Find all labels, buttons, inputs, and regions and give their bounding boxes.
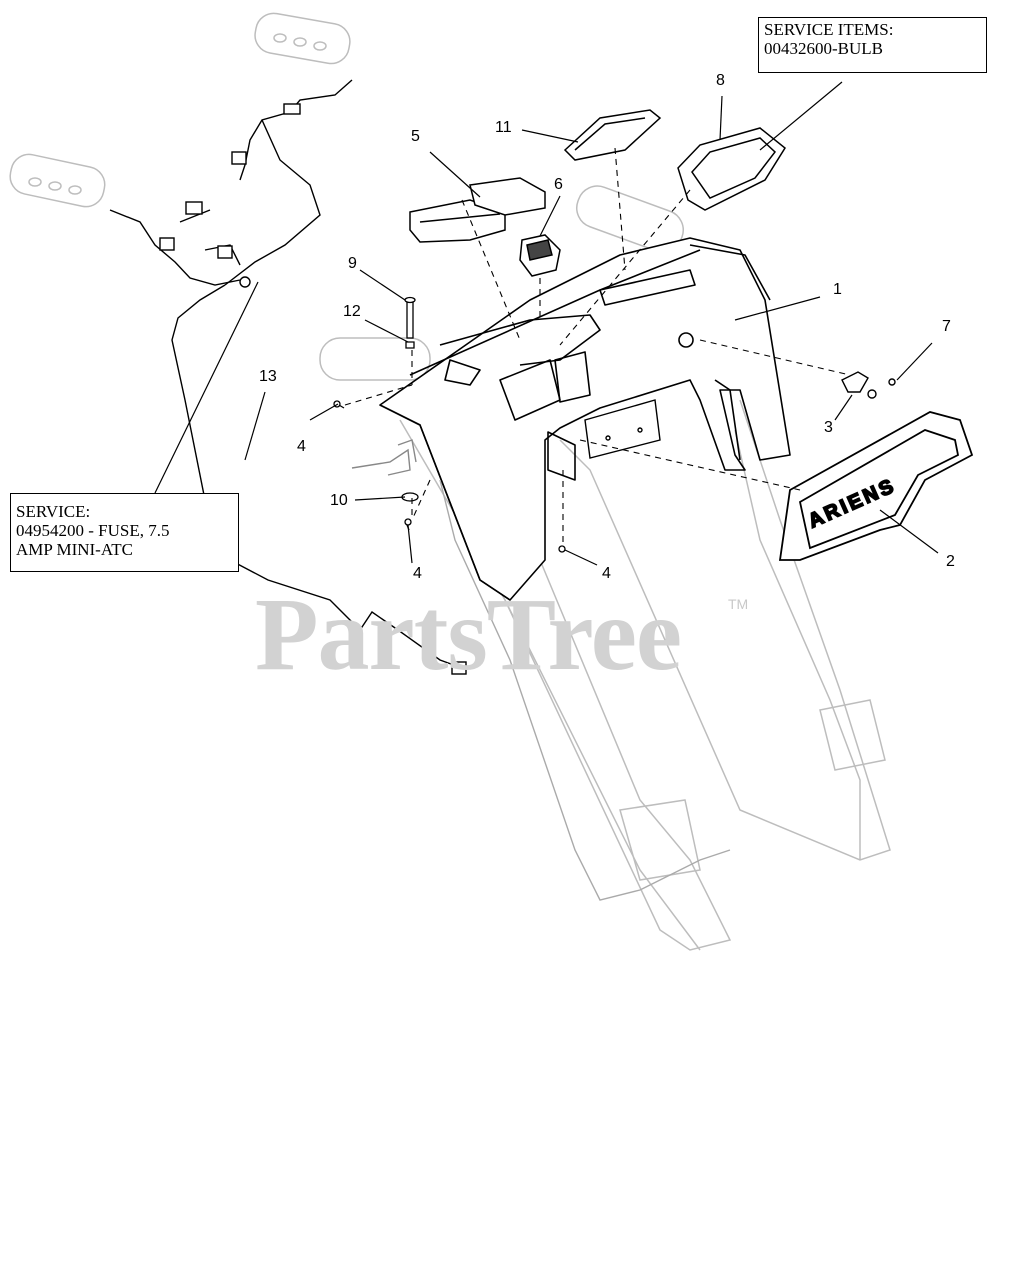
callout-4[interactable]: 4 (413, 565, 422, 582)
hand-grips-faded (9, 12, 351, 208)
service-fuse-part: 04954200 - FUSE, 7.5 (16, 521, 170, 540)
callout-4[interactable]: 4 (297, 438, 306, 455)
mounting-bracket (584, 399, 661, 459)
watermark-trademark: TM (728, 596, 749, 612)
headlight (677, 127, 786, 211)
callout-2[interactable]: 2 (946, 553, 955, 570)
console-frame (379, 237, 791, 601)
wire-harness (109, 79, 731, 901)
watermark-text: PartsTree (255, 577, 682, 692)
callout-3[interactable]: 3 (824, 419, 833, 436)
clip-and-screw (841, 371, 896, 399)
callout-8[interactable]: 8 (716, 72, 725, 89)
callout-4[interactable]: 4 (602, 565, 611, 582)
leader-lines (154, 81, 939, 566)
callout-1[interactable]: 1 (833, 281, 842, 298)
service-items-box: SERVICE ITEMS: 00432600-BULB (758, 17, 987, 73)
callout-11[interactable]: 11 (495, 119, 512, 136)
fasteners (333, 296, 566, 553)
service-fuse-desc: AMP MINI-ATC (16, 540, 133, 559)
brake-lever (351, 439, 417, 476)
callout-12[interactable]: 12 (343, 303, 361, 320)
service-fuse-box: SERVICE: 04954200 - FUSE, 7.5 AMP MINI-A… (10, 493, 239, 572)
callout-5[interactable]: 5 (411, 128, 420, 145)
callout-6[interactable]: 6 (554, 176, 563, 193)
callout-10[interactable]: 10 (330, 492, 348, 509)
logo-panel: ARIENS (778, 411, 974, 561)
callout-9[interactable]: 9 (348, 255, 357, 272)
rocker-switch (519, 234, 561, 277)
service-items-title: SERVICE ITEMS: (764, 20, 894, 39)
callout-13[interactable]: 13 (259, 368, 277, 385)
callout-7[interactable]: 7 (942, 318, 951, 335)
assembly-guide-lines (344, 147, 851, 545)
light-lens (563, 109, 662, 161)
service-fuse-title: SERVICE: (16, 502, 91, 521)
service-items-part: 00432600-BULB (764, 39, 883, 58)
dash-cover (409, 177, 546, 243)
